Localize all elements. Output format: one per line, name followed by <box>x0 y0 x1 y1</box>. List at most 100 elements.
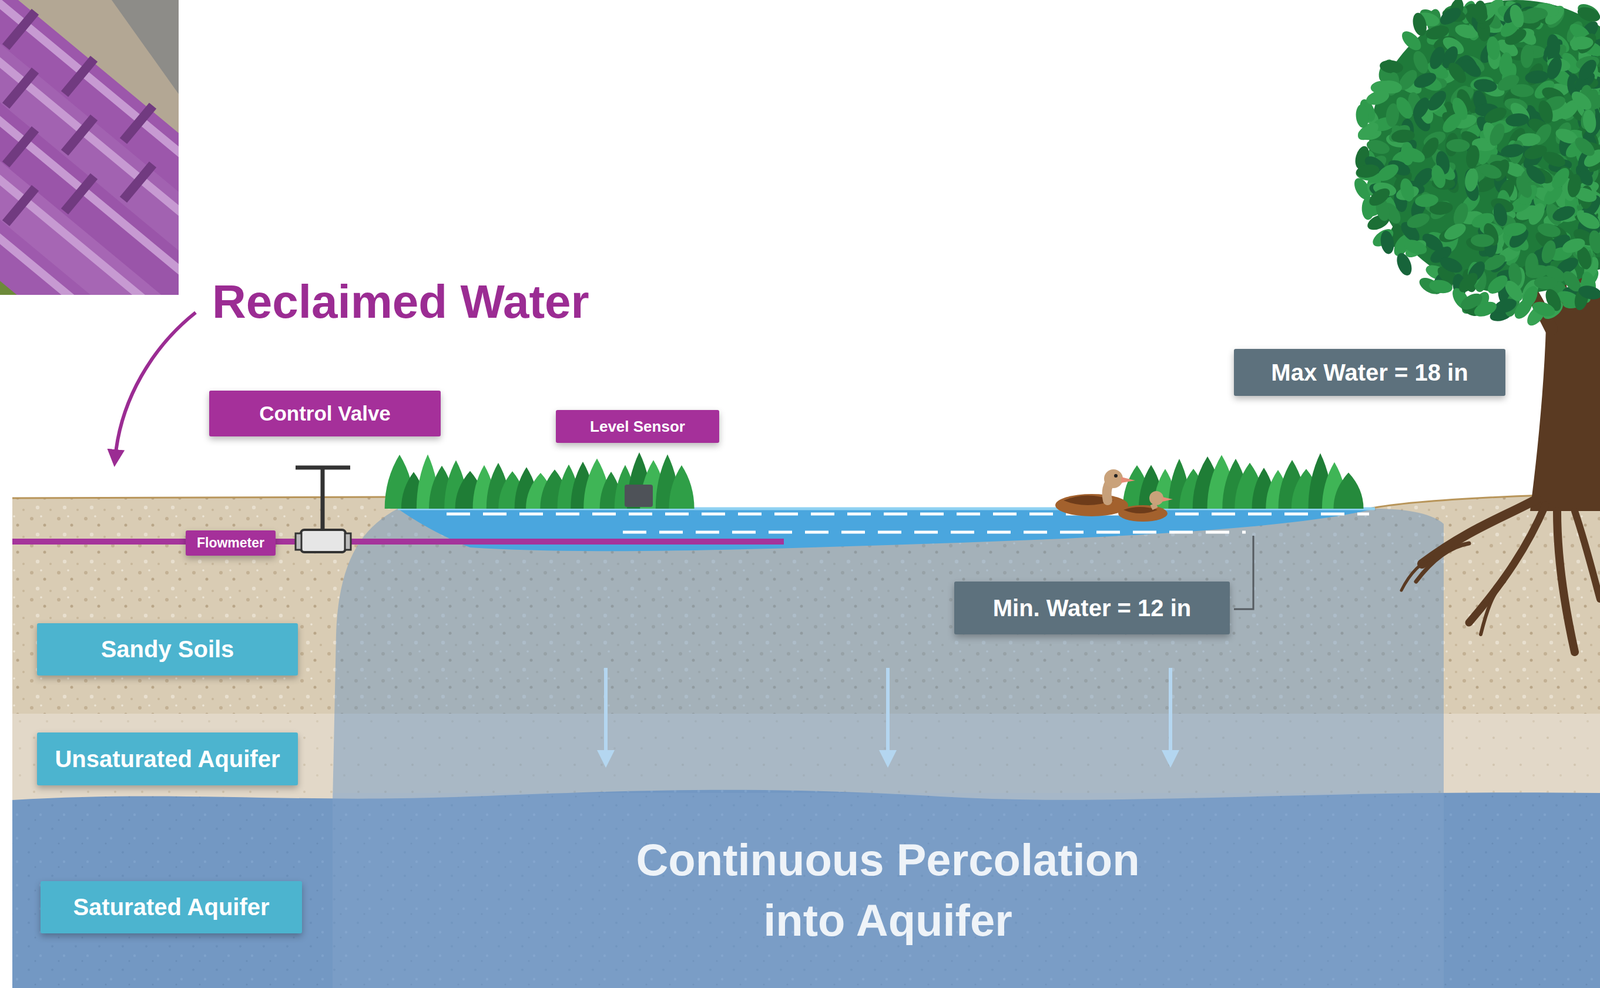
component-label: Flowmeter <box>185 530 276 556</box>
tree-leaf <box>1441 220 1469 244</box>
box-text: Min. Water = 12 in <box>993 595 1192 622</box>
plant-leaf <box>1333 473 1364 509</box>
component-label: Level Sensor <box>555 410 720 444</box>
tree-leaf <box>1581 108 1598 134</box>
tree-leaf <box>1477 160 1504 181</box>
tree-leaf <box>1400 144 1427 166</box>
tree-leaf <box>1524 252 1539 278</box>
tree <box>1350 0 1600 653</box>
tree-leaf <box>1568 88 1595 114</box>
tree-leaf <box>1571 133 1598 160</box>
tree-leaf <box>1463 167 1480 193</box>
tree-leaf <box>1535 220 1562 240</box>
tree-leaf <box>1393 250 1415 278</box>
tree-leaf <box>1457 290 1485 314</box>
tree-leaf <box>1424 22 1451 42</box>
tree-leaf <box>1497 51 1514 77</box>
tree-leaf <box>1535 98 1556 126</box>
box-text: Control Valve <box>259 401 391 426</box>
tree-leaf <box>1523 162 1549 189</box>
tree-leaf <box>1364 88 1391 108</box>
water-level-label: Max Water = 18 in <box>1233 349 1506 397</box>
tree-leaf <box>1398 176 1417 203</box>
infiltration-zone <box>332 508 1444 804</box>
tree-leaf <box>1482 104 1510 126</box>
tree-leaf <box>1366 185 1393 210</box>
tree-leaf <box>1507 2 1527 29</box>
tree-leaf <box>1379 229 1396 256</box>
tree-leaf <box>1575 56 1600 83</box>
tree-leaf <box>1560 235 1588 256</box>
tree-leaf <box>1550 203 1578 224</box>
tree-leaf <box>1457 55 1485 81</box>
tree-leaf <box>1539 239 1559 266</box>
tree-leaf <box>1414 192 1440 209</box>
tree-leaf <box>1485 35 1502 61</box>
box-text: Sandy Soils <box>101 636 235 663</box>
water-level-label: Min. Water = 12 in <box>954 581 1230 635</box>
tree-leaf <box>1463 0 1491 25</box>
layer-label: Saturated Aquifer <box>40 881 303 934</box>
tree-leaf <box>1429 163 1448 190</box>
percolation-arrows <box>605 668 1171 760</box>
tree-leaf <box>1428 278 1454 295</box>
tree-leaf <box>1481 251 1509 274</box>
tree-leaf <box>1575 4 1600 25</box>
tree-leaf <box>1494 71 1522 95</box>
tree-leaf <box>1410 11 1429 38</box>
tree-leaf <box>1501 221 1528 238</box>
tree-leaf <box>1520 44 1535 69</box>
inflow-arrow <box>115 312 196 459</box>
tree-leaf <box>1565 172 1583 199</box>
level-sensor-device <box>624 484 653 508</box>
tree-leaf <box>1424 87 1450 114</box>
tree-leaf <box>1446 138 1470 153</box>
tree-leaf <box>1390 128 1416 144</box>
layer-label: Unsaturated Aquifer <box>37 732 298 786</box>
tree-leaf <box>1491 202 1509 228</box>
tree-leaf <box>1524 69 1549 85</box>
tree-leaf <box>1500 142 1526 160</box>
tree-canopy <box>1369 0 1600 294</box>
tree-leaf <box>1393 94 1417 122</box>
box-text: Level Sensor <box>589 417 686 436</box>
pond-water <box>397 508 1375 552</box>
tree-leaf <box>1470 233 1495 248</box>
tree-leaf <box>1354 104 1370 129</box>
tree-leaf <box>1404 210 1432 231</box>
layer-label: Sandy Soils <box>37 623 298 676</box>
tree-leaf <box>1374 160 1402 185</box>
process-label: Continuous Percolation into Aquifer <box>605 829 1170 952</box>
tree-leaf <box>1504 112 1530 128</box>
box-text: Flowmeter <box>196 535 265 552</box>
ducks <box>1055 469 1173 522</box>
tree-leaf <box>1410 48 1432 76</box>
tree-leaf <box>1379 58 1404 75</box>
wetland-plants <box>384 452 1364 509</box>
tree-leaf <box>1364 137 1392 157</box>
tree-leaf <box>1577 283 1600 302</box>
tree-leaf <box>1455 269 1481 296</box>
tree-leaf <box>1398 27 1425 54</box>
saturated-aquifer-band <box>12 790 1600 988</box>
soil-layers <box>12 493 1600 805</box>
tree-leaf <box>1544 54 1565 82</box>
plant-leaf <box>668 465 694 509</box>
tree-leaf <box>1450 200 1471 228</box>
component-label: Control Valve <box>209 390 441 437</box>
tree-leaf <box>1401 237 1429 258</box>
tree-leaf <box>1449 95 1471 122</box>
tree-leaf <box>1484 272 1512 298</box>
tree-leaf <box>1426 44 1448 72</box>
box-text: Saturated Aquifer <box>72 894 270 921</box>
tree-leaf <box>1524 7 1549 21</box>
box-text: Max Water = 18 in <box>1270 359 1468 387</box>
leader-line <box>1233 535 1254 610</box>
tree-leaf <box>1464 144 1481 170</box>
tree-leaf <box>1487 121 1508 148</box>
inflow-label: Reclaimed Water <box>212 274 590 330</box>
box-text: Unsaturated Aquifer <box>54 746 280 773</box>
tree-leaf <box>1522 142 1549 163</box>
tree-leaf <box>1530 299 1558 320</box>
